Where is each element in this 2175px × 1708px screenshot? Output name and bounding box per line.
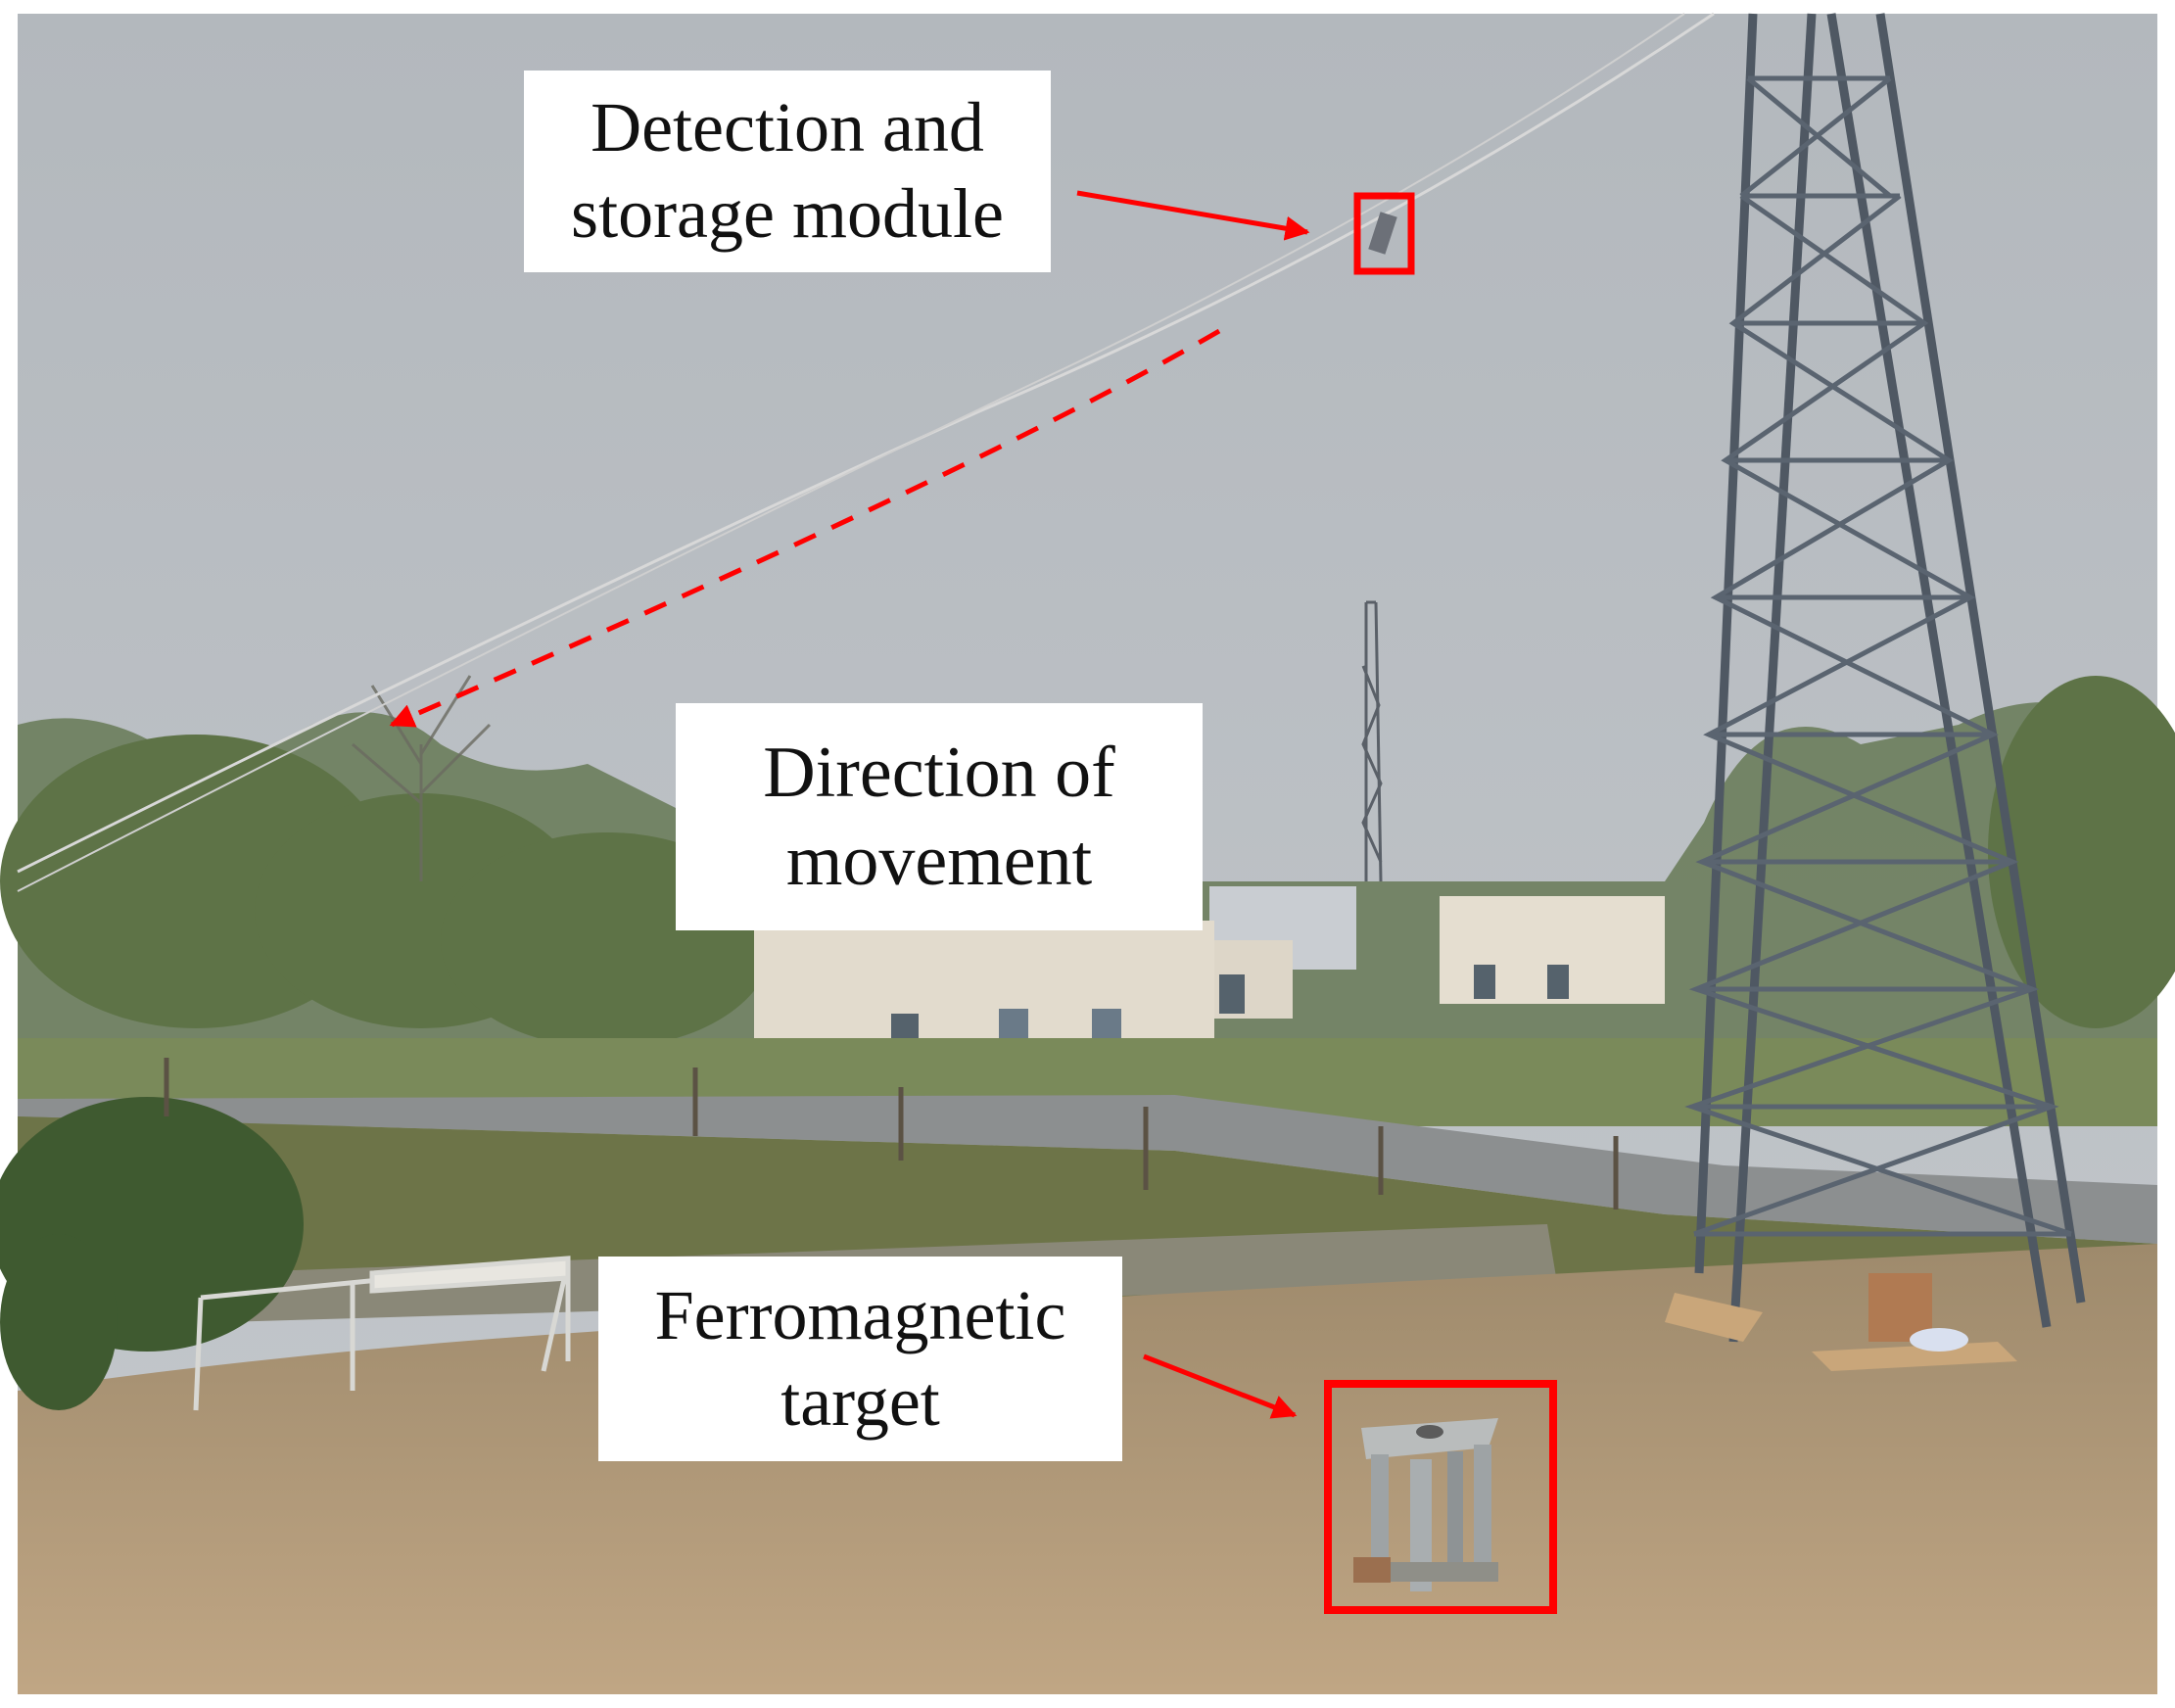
detection-module-device bbox=[1368, 212, 1397, 255]
left-bush bbox=[0, 1097, 304, 1410]
target-label-line2: target bbox=[780, 1361, 940, 1441]
detection-module-label-line2: storage module bbox=[571, 174, 1004, 253]
annotations bbox=[389, 190, 1557, 1614]
ferromagnetic-target bbox=[1353, 1418, 1498, 1591]
detection-module-box bbox=[1353, 192, 1415, 275]
power-line-secondary bbox=[17, 13, 1685, 892]
detection-module-label-line1: Detection and bbox=[591, 88, 984, 167]
power-line bbox=[17, 12, 1715, 874]
target-label-line1: Ferromagnetic bbox=[654, 1275, 1066, 1354]
direction-dashed-arrow bbox=[389, 328, 1221, 728]
distant-tower bbox=[1361, 600, 1383, 882]
road bbox=[18, 1095, 2157, 1244]
direction-label: Direction of movement bbox=[676, 703, 1203, 930]
target-box bbox=[1324, 1380, 1557, 1614]
detection-module-label: Detection and storage module bbox=[524, 71, 1051, 272]
roadside-trees bbox=[164, 1058, 1619, 1210]
direction-label-line2: movement bbox=[785, 821, 1093, 901]
detection-module-arrow bbox=[1076, 190, 1310, 241]
tower-bracing bbox=[1684, 75, 2072, 1237]
tower-base-debris bbox=[1665, 1273, 2017, 1371]
metal-frame bbox=[193, 1256, 571, 1411]
direction-label-line1: Direction of bbox=[763, 732, 1115, 813]
ground bbox=[18, 1244, 2157, 1694]
target-label: Ferromagnetic target bbox=[598, 1257, 1122, 1461]
target-arrow bbox=[1143, 1353, 1298, 1419]
embankment bbox=[18, 1116, 2157, 1303]
